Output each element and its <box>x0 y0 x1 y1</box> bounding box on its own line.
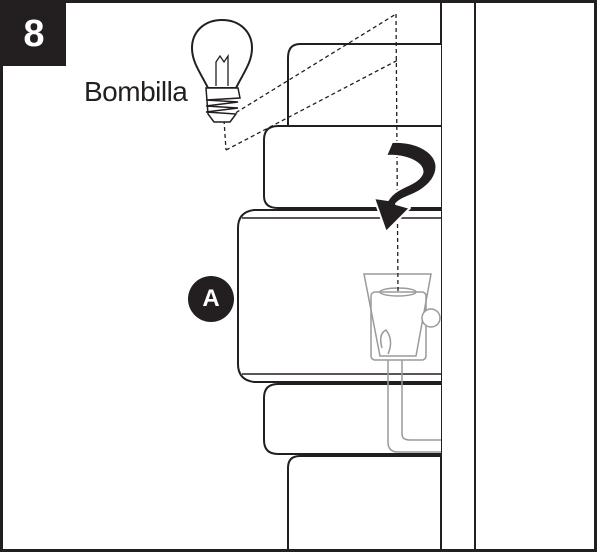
socket-shield <box>363 273 432 357</box>
socket-assembly <box>363 273 441 453</box>
bulb-base <box>205 87 241 123</box>
fixture-top-cap <box>287 43 441 139</box>
light-bulb-icon <box>190 18 254 123</box>
bulb-label: Bombilla <box>84 76 188 107</box>
bulb-guide-lines <box>223 13 399 293</box>
fixture-bottom-cap <box>287 455 441 552</box>
bulb-glass <box>190 18 254 89</box>
bulb-filament <box>215 53 229 86</box>
mounting-knob <box>421 308 441 328</box>
fixture-callout-a: A <box>188 276 234 322</box>
fixture-lower-ring <box>263 383 441 455</box>
insert-arrow <box>373 140 438 233</box>
wire-conduit <box>387 360 441 453</box>
step-number-badge: 8 <box>2 2 66 66</box>
socket-wires <box>379 329 392 355</box>
fixture-upper-ring <box>263 125 441 209</box>
